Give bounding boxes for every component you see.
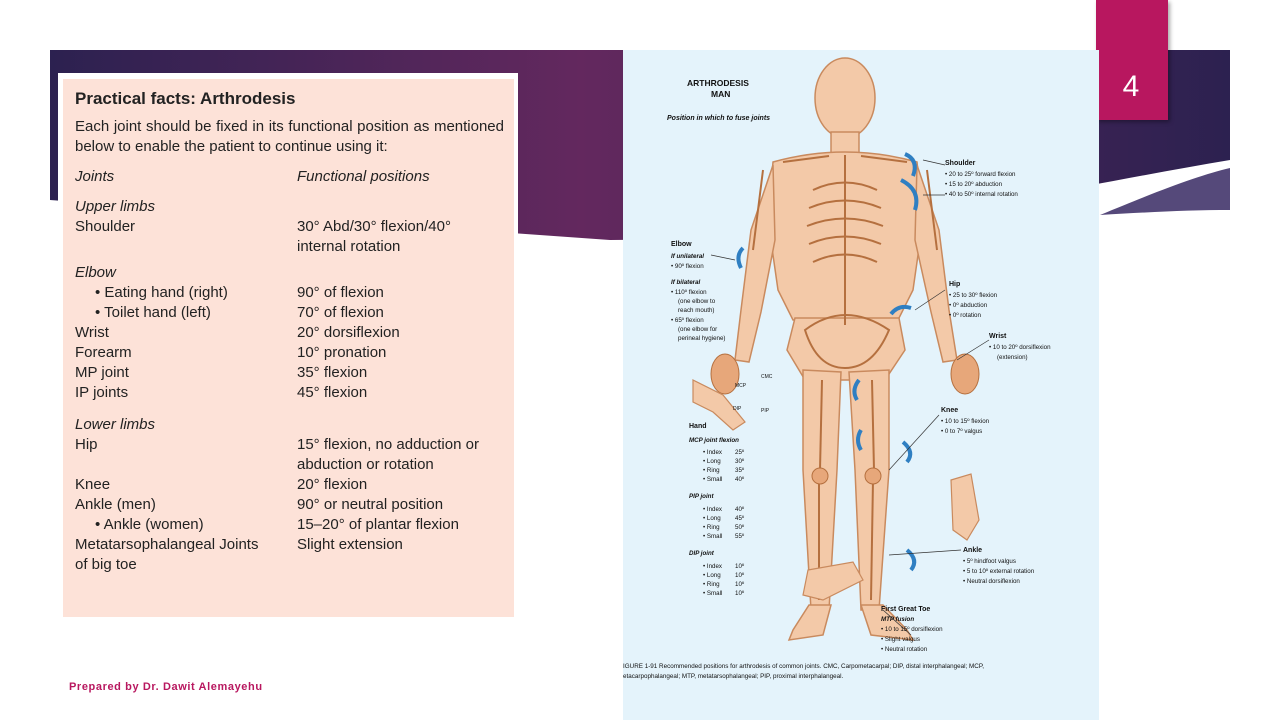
arthrodesis-table-image: Practical facts: Arthrodesis Each joint … — [58, 73, 518, 621]
svg-text:• 15 to 20º abduction: • 15 to 20º abduction — [945, 181, 1003, 188]
label-shoulder: Shoulder — [945, 160, 976, 167]
table-header: Joints Functional positions — [75, 167, 504, 187]
section-lower-limbs: Lower limbs — [75, 416, 156, 433]
svg-text:10º: 10º — [735, 572, 745, 579]
table-row: Eating hand (right) 90° of flexion — [75, 283, 504, 303]
skeleton-drawing — [692, 57, 990, 641]
svg-text:40º: 40º — [735, 506, 745, 513]
table-row: Toilet hand (left) 70° of flexion — [75, 303, 504, 323]
table-title: Practical facts: Arthrodesis — [75, 89, 296, 108]
label-great-toe: First Great Toe — [881, 606, 930, 613]
svg-text:• 5º hindfoot valgus: • 5º hindfoot valgus — [963, 558, 1016, 565]
svg-text:• Ring: • Ring — [703, 467, 720, 474]
header-positions: Functional positions — [297, 168, 430, 185]
svg-text:40º: 40º — [735, 476, 745, 483]
svg-text:MCP joint flexion: MCP joint flexion — [689, 437, 739, 444]
label-elbow: Elbow — [671, 241, 692, 248]
table-row: MP joint 35° flexion — [75, 364, 368, 381]
svg-text:10º: 10º — [735, 563, 745, 570]
svg-text:• 20 to 25º forward flexion: • 20 to 25º forward flexion — [945, 171, 1016, 178]
label-hip: Hip — [949, 281, 960, 288]
table-row: Wrist 20° dorsiflexion — [75, 324, 400, 341]
svg-text:• Index: • Index — [703, 449, 723, 456]
footer-credit: Prepared by Dr. Dawit Alemayehu — [69, 681, 263, 693]
svg-text:• Neutral rotation: • Neutral rotation — [881, 646, 928, 653]
table-row: IP joints 45° flexion — [75, 384, 368, 401]
svg-text:(one elbow for: (one elbow for — [678, 326, 717, 333]
svg-text:DIP: DIP — [733, 406, 742, 412]
svg-text:MTP fusion: MTP fusion — [881, 616, 914, 623]
svg-text:10º: 10º — [735, 590, 745, 597]
svg-text:(one elbow to: (one elbow to — [678, 298, 716, 305]
table-row: Hip 15° flexion, no adduction or abducti… — [75, 436, 479, 473]
figure-title-line1: ARTHRODESIS — [687, 78, 749, 88]
svg-text:• 10 to 20º dorsiflexion: • 10 to 20º dorsiflexion — [989, 344, 1051, 351]
svg-text:50º: 50º — [735, 524, 745, 531]
label-ankle: Ankle — [963, 547, 982, 554]
svg-text:• Neutral dorsiflexion: • Neutral dorsiflexion — [963, 578, 1020, 585]
label-wrist: Wrist — [989, 333, 1007, 340]
svg-text:MCP: MCP — [735, 383, 747, 389]
svg-text:• Index: • Index — [703, 563, 723, 570]
svg-text:If unilateral: If unilateral — [671, 253, 704, 260]
svg-text:• 0 to 7º valgus: • 0 to 7º valgus — [941, 428, 982, 435]
figure-caption-line1: IGURE 1-91 Recommended positions for art… — [623, 663, 984, 670]
figure-caption-line2: etacarpophalangeal; MTP, metatarsophalan… — [623, 673, 844, 680]
figure-subtitle: Position in which to fuse joints — [667, 115, 770, 122]
svg-text:• Long: • Long — [703, 572, 721, 579]
svg-text:• 40 to 50º internal rotation: • 40 to 50º internal rotation — [945, 191, 1018, 198]
svg-text:• Long: • Long — [703, 458, 721, 465]
arthrodesis-table: Practical facts: Arthrodesis Each joint … — [63, 79, 514, 617]
svg-text:• Slight valgus: • Slight valgus — [881, 636, 920, 643]
arthrodesis-man-figure: ARTHRODESIS MAN Position in which to fus… — [623, 50, 1099, 720]
svg-text:25º: 25º — [735, 449, 745, 456]
svg-text:CMC: CMC — [761, 374, 773, 380]
table-row: Shoulder 30° Abd/30° flexion/40° interna… — [75, 218, 451, 255]
skeleton-illustration: ARTHRODESIS MAN Position in which to fus… — [623, 57, 1051, 680]
svg-text:• 0º rotation: • 0º rotation — [949, 312, 982, 319]
header-joints: Joints — [75, 168, 115, 185]
table-row: Metatarsophalangeal Joints of big toe Sl… — [75, 536, 403, 573]
svg-text:• Small: • Small — [703, 590, 722, 597]
svg-text:35º: 35º — [735, 467, 745, 474]
label-hand: Hand — [689, 423, 707, 430]
figure-title-line2: MAN — [711, 89, 730, 99]
svg-text:• Small: • Small — [703, 476, 722, 483]
table-row: Forearm 10° pronation — [75, 344, 387, 361]
table-row: Ankle (women) 15–20° of plantar flexion — [75, 515, 504, 535]
svg-text:10º: 10º — [735, 581, 745, 588]
svg-text:PIP joint: PIP joint — [689, 493, 714, 500]
svg-text:(extension): (extension) — [997, 354, 1028, 361]
svg-text:55º: 55º — [735, 533, 745, 540]
svg-text:• 90º flexion: • 90º flexion — [671, 263, 704, 270]
page-number-badge: 4 — [1096, 0, 1168, 120]
svg-text:• Long: • Long — [703, 515, 721, 522]
svg-text:• 5 to 10º external rotation: • 5 to 10º external rotation — [963, 568, 1035, 575]
svg-text:DIP joint: DIP joint — [689, 550, 715, 557]
svg-text:PIP: PIP — [761, 408, 770, 414]
table-intro: Each joint should be fixed in its functi… — [75, 118, 504, 155]
svg-text:If bilateral: If bilateral — [671, 279, 701, 286]
section-elbow: Elbow — [75, 264, 116, 281]
section-upper-limbs: Upper limbs — [75, 198, 156, 215]
svg-text:30º: 30º — [735, 458, 745, 465]
svg-text:• 10 to 15º dorsiflexion: • 10 to 15º dorsiflexion — [881, 626, 943, 633]
svg-text:• 0º abduction: • 0º abduction — [949, 302, 988, 309]
svg-text:reach mouth): reach mouth) — [678, 307, 714, 314]
table-row: Knee 20° flexion — [75, 476, 368, 493]
svg-text:• Ring: • Ring — [703, 581, 720, 588]
figure-labels: ARTHRODESIS MAN Position in which to fus… — [623, 78, 1051, 680]
svg-text:• Ring: • Ring — [703, 524, 720, 531]
svg-text:perineal hygiene): perineal hygiene) — [678, 335, 725, 342]
svg-text:• 110º flexion: • 110º flexion — [671, 289, 707, 296]
label-knee: Knee — [941, 407, 958, 414]
table-row: Ankle (men) 90° or neutral position — [75, 496, 444, 513]
svg-text:45º: 45º — [735, 515, 745, 522]
svg-text:• 10 to 15º flexion: • 10 to 15º flexion — [941, 418, 990, 425]
svg-text:• Index: • Index — [703, 506, 723, 513]
svg-text:• 65º flexion: • 65º flexion — [671, 317, 704, 324]
svg-text:• 25 to 30º flexion: • 25 to 30º flexion — [949, 292, 998, 299]
svg-text:• Small: • Small — [703, 533, 722, 540]
page-number: 4 — [1122, 70, 1140, 103]
